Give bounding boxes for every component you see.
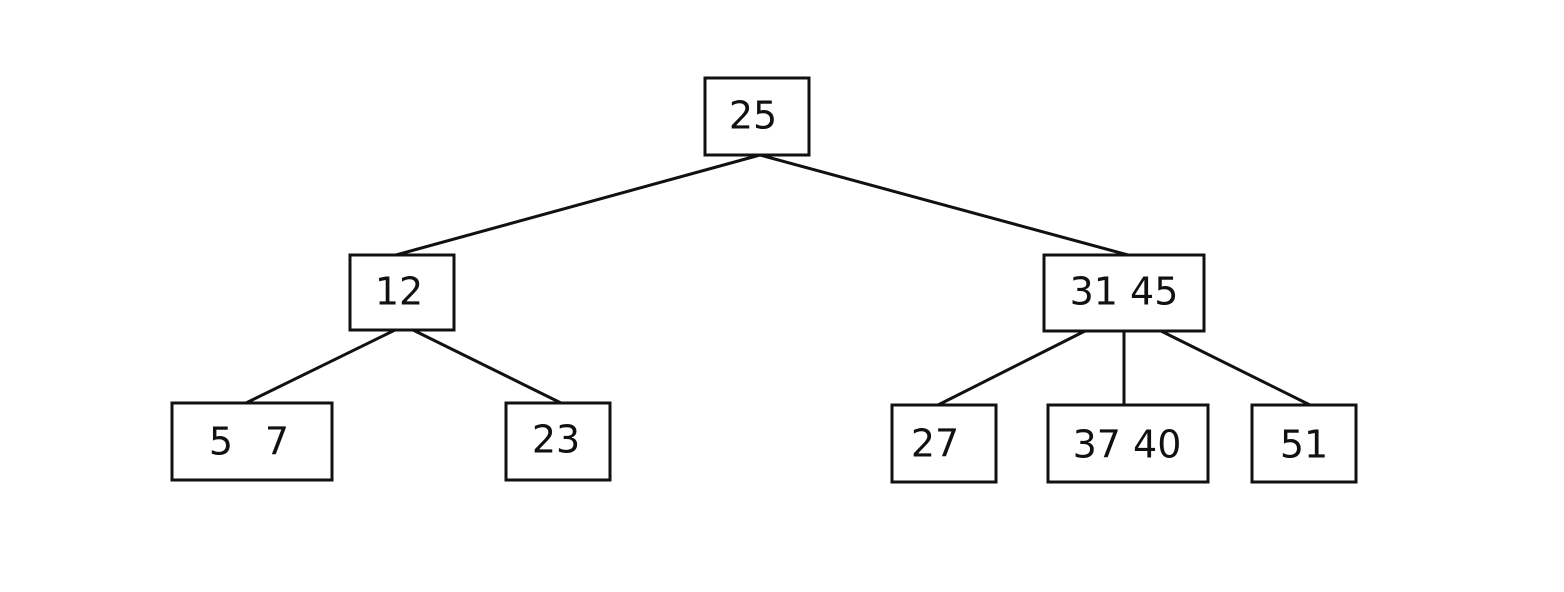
node-12: 12 xyxy=(348,253,456,332)
node-label-root: 25 xyxy=(729,94,777,138)
node-label-51: 51 xyxy=(1280,423,1328,467)
node-label-31-45: 31 45 xyxy=(1070,270,1179,314)
node-label-5-7-key-5: 5 xyxy=(209,420,233,464)
node-box-27 xyxy=(890,403,998,484)
node-31-45: 31 45 xyxy=(1042,253,1206,333)
node-box-root xyxy=(703,76,811,157)
node-51: 51 xyxy=(1250,403,1358,484)
node-box-5-7 xyxy=(170,401,334,482)
edge-25-to-12 xyxy=(394,153,762,257)
node-box-51 xyxy=(1250,403,1358,484)
node-27: 27 xyxy=(890,403,998,484)
edge-12-to-5-7 xyxy=(244,328,397,405)
edge-31-45-to-51 xyxy=(1159,329,1312,407)
node-box-37-40 xyxy=(1046,403,1210,484)
edge-12-to-23 xyxy=(411,328,563,405)
node-37-40: 37 40 xyxy=(1046,403,1210,484)
node-23: 23 xyxy=(504,401,612,482)
node-label-27: 27 xyxy=(911,422,959,466)
node-label-23: 23 xyxy=(532,418,580,462)
node-5-7: 5 7 xyxy=(170,401,334,482)
node-box-23 xyxy=(504,401,612,482)
node-label-12: 12 xyxy=(375,270,423,314)
node-root: 25 xyxy=(703,76,811,157)
node-box-12 xyxy=(348,253,456,332)
node-box-31-45 xyxy=(1042,253,1206,333)
node-label-37-40: 37 40 xyxy=(1073,423,1182,467)
edge-31-45-to-27 xyxy=(936,329,1087,407)
edge-25-to-31-45 xyxy=(758,153,1130,257)
node-label-5-7-key-7: 7 xyxy=(265,420,289,464)
